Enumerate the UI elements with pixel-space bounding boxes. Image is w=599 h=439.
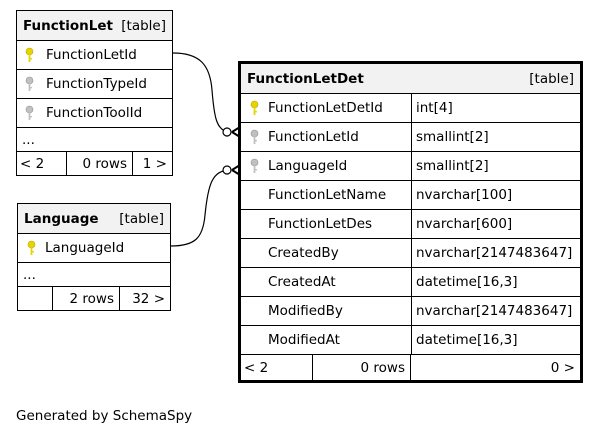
column-type: smallint[2] bbox=[411, 123, 580, 151]
primary-key-icon bbox=[27, 234, 36, 262]
column-name: LanguageId bbox=[45, 240, 125, 256]
row-count: 0 rows bbox=[313, 355, 411, 380]
column-name: FunctionLetDetId bbox=[268, 100, 383, 116]
primary-key-icon bbox=[25, 41, 34, 69]
column-name: FunctionLetId bbox=[46, 47, 137, 63]
column-row[interactable]: CreatedAt datetime[16,3] bbox=[241, 267, 580, 296]
column-row[interactable]: LanguageId bbox=[18, 233, 170, 262]
column-name: ModifiedBy bbox=[268, 303, 343, 319]
table-language[interactable]: Language [table] LanguageId ... 2 rows 3… bbox=[17, 203, 171, 311]
row-count: 0 rows bbox=[67, 152, 133, 175]
more-indicator: ... bbox=[23, 266, 36, 283]
relation-language-functionletdet bbox=[170, 169, 231, 247]
table-header: FunctionLet [table] bbox=[17, 11, 172, 40]
more-columns: ... bbox=[17, 127, 172, 151]
column-row[interactable]: FunctionLetDes nvarchar[600] bbox=[241, 209, 580, 238]
column-type: datetime[16,3] bbox=[411, 326, 580, 354]
column-name: FunctionTypeId bbox=[46, 76, 147, 92]
relation-endpoint-circle bbox=[222, 127, 232, 137]
table-functionlet[interactable]: FunctionLet [table] FunctionLetId Functi… bbox=[16, 10, 173, 176]
parents-count[interactable] bbox=[18, 287, 53, 310]
column-type: nvarchar[600] bbox=[411, 210, 580, 238]
row-count: 2 rows bbox=[53, 287, 120, 310]
generated-by-label: Generated by SchemaSpy bbox=[16, 408, 193, 424]
column-row[interactable]: FunctionToolId bbox=[17, 98, 172, 127]
foreign-key-icon bbox=[250, 152, 259, 180]
column-name: FunctionLetId bbox=[268, 129, 359, 145]
more-columns: ... bbox=[18, 262, 170, 286]
column-name: ModifiedAt bbox=[268, 332, 340, 348]
primary-key-icon bbox=[250, 94, 259, 122]
column-name: LanguageId bbox=[268, 158, 348, 174]
table-kind: [table] bbox=[119, 210, 164, 227]
table-footer: < 2 0 rows 1 > bbox=[17, 151, 172, 175]
column-type: nvarchar[2147483647] bbox=[411, 297, 580, 325]
column-row[interactable]: ModifiedBy nvarchar[2147483647] bbox=[241, 296, 580, 325]
column-type: nvarchar[2147483647] bbox=[411, 239, 580, 267]
foreign-key-icon bbox=[250, 123, 259, 151]
table-title: FunctionLetDet bbox=[247, 70, 364, 87]
column-row[interactable]: FunctionLetId bbox=[17, 40, 172, 69]
children-count[interactable]: 0 > bbox=[550, 359, 575, 376]
relation-functionlet-functionletdet bbox=[172, 52, 231, 133]
column-row[interactable]: FunctionTypeId bbox=[17, 69, 172, 98]
column-type: datetime[16,3] bbox=[411, 268, 580, 296]
column-name: FunctionToolId bbox=[46, 105, 143, 121]
column-row[interactable]: FunctionLetDetId int[4] bbox=[241, 93, 580, 122]
column-name: FunctionLetName bbox=[268, 187, 387, 203]
table-footer: 2 rows 32 > bbox=[18, 286, 170, 310]
column-name: CreatedAt bbox=[268, 274, 336, 290]
foreign-key-icon bbox=[25, 70, 34, 98]
table-title: FunctionLet bbox=[23, 17, 113, 34]
column-type: smallint[2] bbox=[411, 152, 580, 180]
table-kind: [table] bbox=[529, 70, 574, 87]
children-count[interactable]: 1 > bbox=[142, 155, 167, 172]
column-row[interactable]: FunctionLetName nvarchar[100] bbox=[241, 180, 580, 209]
parents-count[interactable]: < 2 bbox=[17, 152, 67, 175]
table-header: FunctionLetDet [table] bbox=[241, 64, 580, 93]
table-functionletdet[interactable]: FunctionLetDet [table] FunctionLetDetId i… bbox=[238, 61, 583, 383]
column-row[interactable]: LanguageId smallint[2] bbox=[241, 151, 580, 180]
children-count[interactable]: 32 > bbox=[132, 290, 165, 307]
column-name: CreatedBy bbox=[268, 245, 339, 261]
table-kind: [table] bbox=[121, 17, 166, 34]
column-type: int[4] bbox=[411, 94, 580, 122]
relation-endpoint-circle bbox=[222, 165, 232, 175]
column-type: nvarchar[100] bbox=[411, 181, 580, 209]
foreign-key-icon bbox=[25, 99, 34, 127]
table-title: Language bbox=[24, 210, 99, 227]
column-name: FunctionLetDes bbox=[268, 216, 373, 232]
column-row[interactable]: CreatedBy nvarchar[2147483647] bbox=[241, 238, 580, 267]
column-row[interactable]: FunctionLetId smallint[2] bbox=[241, 122, 580, 151]
column-row[interactable]: ModifiedAt datetime[16,3] bbox=[241, 325, 580, 354]
table-footer: < 2 0 rows 0 > bbox=[241, 354, 580, 380]
table-header: Language [table] bbox=[18, 204, 170, 233]
column-list: FunctionLetDetId int[4] FunctionLetId small… bbox=[241, 93, 580, 354]
more-indicator: ... bbox=[22, 131, 35, 148]
parents-count[interactable]: < 2 bbox=[241, 355, 313, 380]
